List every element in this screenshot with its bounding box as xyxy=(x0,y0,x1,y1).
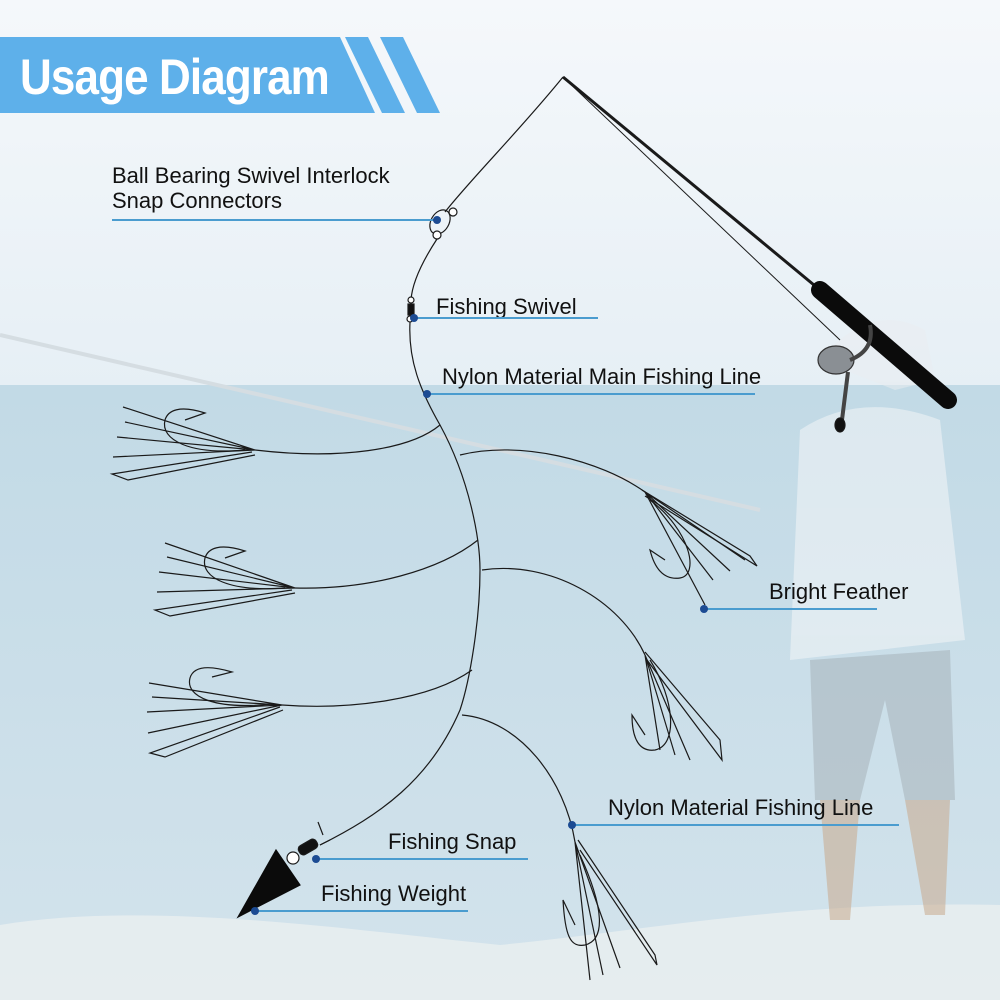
foreground-rock xyxy=(0,904,1000,1000)
anchor-dot-bright-feather xyxy=(700,605,708,613)
banner-shape xyxy=(0,37,375,113)
feather-hook-right-2 xyxy=(631,651,723,763)
fisherman-silhouette xyxy=(790,320,965,920)
label-fishing-weight: Fishing Weight xyxy=(321,881,467,906)
background-rod xyxy=(0,333,761,512)
anchor-dot-fishing-line xyxy=(568,821,576,829)
feather-hook-left-2 xyxy=(152,542,296,617)
label-main-line: Nylon Material Main Fishing Line xyxy=(442,364,762,389)
feather-hook-right-3 xyxy=(562,839,658,981)
rod-line xyxy=(562,76,841,341)
swivel-ring xyxy=(432,230,442,240)
branch-line xyxy=(294,539,479,589)
main-line xyxy=(410,238,438,301)
label-fishing-swivel: Fishing Swivel xyxy=(436,294,577,319)
leader-main-line xyxy=(428,393,755,395)
page-title: Usage Diagram xyxy=(20,49,330,105)
label-bright-feather: Bright Feather xyxy=(769,579,909,604)
anchor-dot-fishing-snap xyxy=(312,855,320,863)
main-line-upper xyxy=(444,76,564,213)
banner-stripe xyxy=(380,37,440,113)
banner-stripe xyxy=(345,37,405,113)
branch-line xyxy=(461,714,576,843)
leader-swivel-connectors xyxy=(112,219,437,221)
label-fishing-snap: Fishing Snap xyxy=(388,829,517,854)
title-banner xyxy=(0,37,440,113)
swivel-ring xyxy=(448,207,458,217)
main-line-lower xyxy=(319,321,481,846)
leader-fishing-snap xyxy=(316,858,528,860)
feather-hook-right-1 xyxy=(641,489,758,606)
branch-line xyxy=(254,424,441,455)
feather-hook-left-1 xyxy=(109,406,256,481)
anchor-dot-swivel-connectors xyxy=(433,216,441,224)
fishing-rod-blank xyxy=(562,75,821,292)
anchor-dot-fishing-swivel xyxy=(410,314,418,322)
spinning-reel xyxy=(817,324,873,433)
label-swivel-connectors-line1: Ball Bearing Swivel Interlock xyxy=(112,163,390,188)
label-swivel-connectors-line2: Snap Connectors xyxy=(112,188,282,213)
label-fishing-line: Nylon Material Fishing Line xyxy=(608,795,874,820)
fishing-snap xyxy=(286,821,331,865)
anchor-dot-main-line xyxy=(423,390,431,398)
feather-hook-left-3 xyxy=(146,667,284,758)
branch-line xyxy=(281,669,473,707)
leader-bright-feather xyxy=(705,608,877,610)
leader-fishing-line xyxy=(572,824,899,826)
leader-fishing-weight xyxy=(255,910,468,912)
leader-fishing-swivel xyxy=(415,317,598,319)
anchor-dot-fishing-weight xyxy=(251,907,259,915)
fishing-weight xyxy=(236,848,301,919)
branch-line xyxy=(459,449,646,493)
rod-handle xyxy=(811,281,957,409)
branch-line xyxy=(481,567,646,656)
